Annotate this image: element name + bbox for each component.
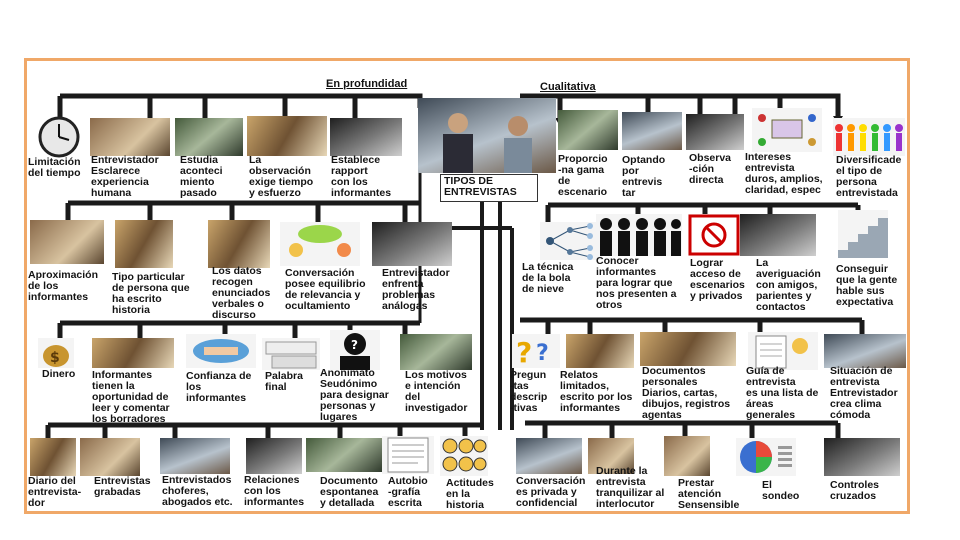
final-stamp-icon xyxy=(262,338,320,370)
label-motivos: Los motivos e intención del investigador xyxy=(405,370,479,416)
anonymous-head-icon: ? xyxy=(330,330,380,370)
label-autobio: Autobio -grafía escrita xyxy=(388,476,440,510)
clock-icon xyxy=(30,116,88,158)
label-entrevistas-grabadas: Entrevistas grabadas xyxy=(94,476,158,500)
svg-text:?: ? xyxy=(351,338,358,352)
writer-portrait xyxy=(115,220,173,268)
handshake-icon xyxy=(186,334,256,368)
label-intereses: Intereses entrevista duros, amplios, cla… xyxy=(745,152,833,198)
label-diversifica: Diversificade el tipo de persona entrevi… xyxy=(836,155,908,201)
label-controles: Controles cruzados xyxy=(830,480,900,504)
money-bag-icon: $ xyxy=(38,338,74,368)
diary-photo xyxy=(30,438,76,476)
label-anonimato: Anonimato Seudónimo para designar person… xyxy=(320,368,400,424)
label-documento: Documento espontanea y detallada xyxy=(320,476,386,510)
label-conocer: Conocer informantes para lograr que nos … xyxy=(596,256,688,312)
center-title-box: TIPOS DE ENTREVISTAS xyxy=(440,174,538,202)
label-sondeo: El sondeo xyxy=(762,480,812,504)
manuscript-photo xyxy=(92,338,174,368)
letter-photo xyxy=(566,334,634,368)
diverse-people-icon xyxy=(833,118,905,156)
pie-chart-icon xyxy=(736,438,796,476)
private-meeting-photo xyxy=(516,438,582,474)
interview-room-photo xyxy=(824,334,906,368)
office-photo xyxy=(686,114,744,150)
label-optando: Optando por entrevis tar xyxy=(622,155,677,201)
stairs-icon xyxy=(838,210,888,258)
label-estudia: Estudia aconteci miento pasado xyxy=(180,155,240,201)
svg-text:?: ? xyxy=(516,336,532,368)
svg-text:?: ? xyxy=(536,341,549,366)
people-photo xyxy=(90,118,170,156)
label-conversacion: Conversación posee equilibrio de relevan… xyxy=(285,268,377,314)
label-diario: Diario del entrevista- dor xyxy=(28,476,88,510)
approach-photo xyxy=(30,220,104,264)
label-prestar: Prestar atención Sensensible xyxy=(678,478,748,512)
relations-photo xyxy=(246,438,302,474)
label-documentos: Documentos personales Diarios, cartas, d… xyxy=(642,366,746,422)
autobiography-page-icon xyxy=(382,436,434,474)
battlefield-photo xyxy=(400,334,472,370)
label-conseguir: Conseguir que la gente hable sus expecta… xyxy=(836,264,908,310)
crowd-photo xyxy=(175,118,243,156)
meeting-diagram-icon xyxy=(752,108,822,152)
label-relatos: Relatos limitados, escrito por los infor… xyxy=(560,370,644,416)
recording-photo xyxy=(80,438,140,476)
label-observacion: La observación exige tiempo y esfuerzo xyxy=(249,155,329,201)
silhouettes-icon xyxy=(596,214,682,256)
problems-photo xyxy=(372,222,452,266)
label-preguntas: Pregun -tas descrip -tivas xyxy=(510,370,556,416)
label-limitacion: Limitación del tiempo xyxy=(28,157,90,181)
hands-writing-photo xyxy=(306,438,382,472)
label-dinero: Dinero xyxy=(42,369,92,381)
cross-check-photo xyxy=(824,438,900,476)
drivers-photo xyxy=(160,438,230,474)
label-guia: Guía de entrevista es una lista de áreas… xyxy=(746,366,824,422)
svg-text:$: $ xyxy=(50,350,60,366)
handshake-photo xyxy=(330,118,402,156)
conversation-cartoon-icon xyxy=(280,222,360,266)
label-confianza: Confianza de los informantes xyxy=(186,371,260,405)
restricted-sign-icon xyxy=(688,214,740,256)
label-actitudes: Actitudes en la historia xyxy=(446,478,496,512)
label-conversacion-privada: Conversación es privada y confidencial xyxy=(516,476,592,510)
label-averiguacion: La averiguación con amigos, parientes y … xyxy=(756,258,832,314)
label-situacion: Situación de entrevista Entrevistador cr… xyxy=(830,366,908,422)
emotion-faces-icon xyxy=(440,436,488,476)
telescope-photo xyxy=(247,116,327,156)
guide-list-icon xyxy=(748,332,818,370)
label-entrevistados: Entrevistados choferes, abogados etc. xyxy=(162,475,242,509)
header-en-profundidad: En profundidad xyxy=(326,78,407,90)
outdoor-photo xyxy=(558,110,618,150)
label-tecnica: La técnica de la bola de nieve xyxy=(522,262,582,298)
notebook-photo xyxy=(208,220,270,268)
label-datos: Los datos recogen enunciados verbales o … xyxy=(212,266,278,321)
label-establece: Establece rapport con los informantes xyxy=(331,155,406,201)
label-durante: Durante la entrevista tranquilizar al in… xyxy=(596,466,674,510)
label-aproximacion: Aproximación de los informantes xyxy=(28,270,108,306)
interview-photo-2 xyxy=(622,112,682,150)
interview-photo xyxy=(418,98,556,173)
investigation-photo xyxy=(740,214,816,256)
header-cualitativa: Cualitativa xyxy=(540,81,596,93)
snowball-network-icon xyxy=(540,222,602,260)
label-lograr: Lograr acceso de escenarios y privados xyxy=(690,258,750,304)
label-informantes-tienen: Informantes tienen la oportunidad de lee… xyxy=(92,370,184,426)
label-entrevistador-enfrenta: Entrevistador enfrenta problemas análoga… xyxy=(382,268,462,314)
label-relaciones: Relaciones con los informantes xyxy=(244,475,316,509)
label-proporcio: Proporcio -na gama de escenario xyxy=(558,154,618,200)
documents-photo xyxy=(640,332,736,366)
label-tipo-particular: Tipo particular de persona que ha escrit… xyxy=(112,272,202,316)
label-palabra-final: Palabra final xyxy=(265,371,315,395)
label-entrevistador: Entrevistador Esclarece experiencia huma… xyxy=(91,155,173,201)
question-marks-icon: ?? xyxy=(512,334,560,368)
label-observa: Observa -ción directa xyxy=(689,153,739,189)
